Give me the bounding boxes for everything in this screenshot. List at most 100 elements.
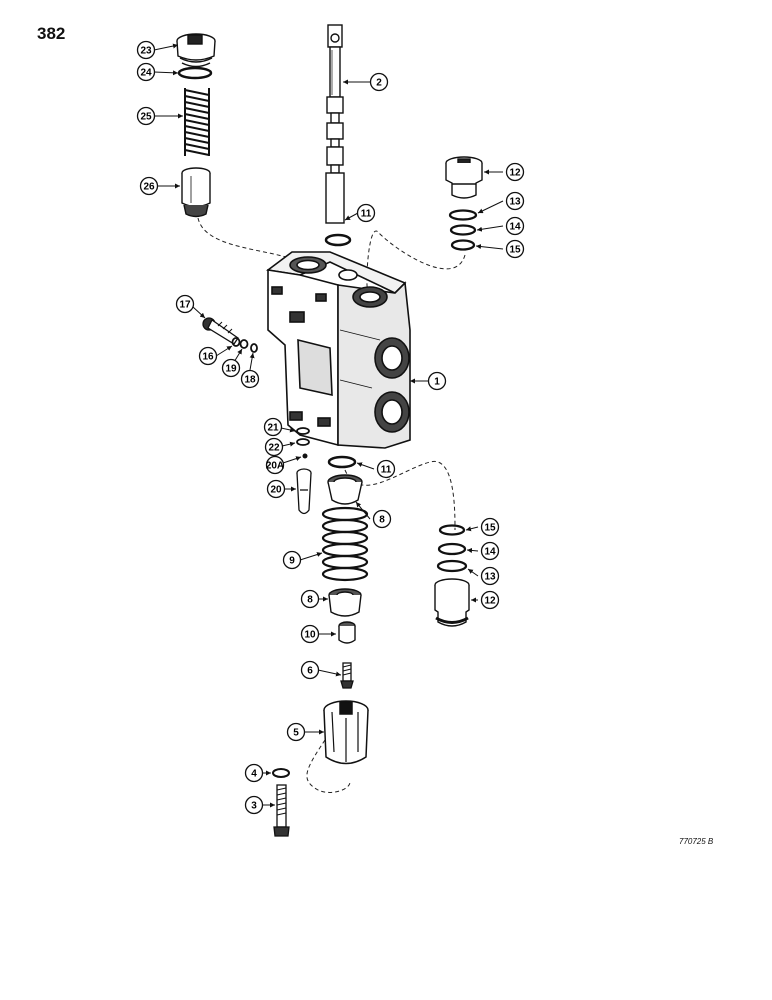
callout-text: 4 xyxy=(251,769,257,780)
callout-14: 14 xyxy=(480,541,500,561)
callout-text: 8 xyxy=(379,515,385,526)
callout-13: 13 xyxy=(480,566,500,586)
callout-22: 22 xyxy=(264,437,284,457)
plug-23 xyxy=(176,33,216,68)
callout-labels: 1234568891011111212131314141515161718192… xyxy=(136,40,525,815)
callouts xyxy=(153,43,504,808)
callout-text: 23 xyxy=(140,46,152,57)
callout-text: 2 xyxy=(376,78,382,89)
callout-text: 26 xyxy=(143,182,155,193)
spring-seat-8-upper xyxy=(327,474,363,505)
callout-text: 22 xyxy=(268,443,280,454)
callout-20A: 20A xyxy=(266,455,284,475)
spring-25 xyxy=(184,88,210,158)
o-ring-14-upper xyxy=(449,224,477,236)
seal-19 xyxy=(239,339,249,349)
callout-text: 9 xyxy=(289,556,295,567)
assembly-line-12-bottom xyxy=(344,461,456,531)
callout-6: 6 xyxy=(300,660,320,680)
o-ring-15-lower xyxy=(438,524,466,536)
o-ring-11-upper xyxy=(324,233,352,247)
callout-text: 1 xyxy=(434,377,440,388)
poppet-20 xyxy=(296,468,312,515)
callout-4: 4 xyxy=(244,763,264,783)
o-ring-15-upper xyxy=(450,239,476,251)
callout-20: 20 xyxy=(266,479,286,499)
valve-body-1 xyxy=(266,251,411,449)
callout-14: 14 xyxy=(505,216,525,236)
callout-text: 12 xyxy=(509,168,521,179)
callout-text: 17 xyxy=(179,300,191,311)
callout-text: 13 xyxy=(509,197,521,208)
callout-18: 18 xyxy=(240,369,260,389)
callout-text: 3 xyxy=(251,801,257,812)
callout-8: 8 xyxy=(372,509,392,529)
washer-4 xyxy=(272,768,290,778)
ball-20A xyxy=(302,453,308,459)
callout-2: 2 xyxy=(369,72,389,92)
screw-6 xyxy=(340,662,354,689)
callout-text: 20 xyxy=(270,485,282,496)
spool-2 xyxy=(325,24,345,224)
callout-text: 15 xyxy=(484,523,496,534)
piston-26 xyxy=(181,167,211,218)
callout-text: 11 xyxy=(381,465,392,476)
callout-text: 5 xyxy=(293,728,299,739)
callout-text: 21 xyxy=(267,423,279,434)
callout-24: 24 xyxy=(136,62,156,82)
page-number: 382 xyxy=(37,24,66,43)
callout-text: 18 xyxy=(244,375,256,386)
callout-text: 20A xyxy=(266,461,284,472)
callout-text: 24 xyxy=(140,68,152,79)
o-ring-11-lower xyxy=(327,455,357,469)
callout-25: 25 xyxy=(136,106,156,126)
callout-text: 19 xyxy=(225,364,237,375)
callout-26: 26 xyxy=(139,176,159,196)
callout-15: 15 xyxy=(480,517,500,537)
spring-9 xyxy=(321,506,369,582)
callout-19: 19 xyxy=(221,358,241,378)
callout-text: 15 xyxy=(509,245,521,256)
cap-5 xyxy=(323,700,369,765)
callout-8: 8 xyxy=(300,589,320,609)
callout-text: 10 xyxy=(304,630,316,641)
callout-11: 11 xyxy=(376,459,396,479)
bushing-10 xyxy=(338,621,356,644)
callout-text: 6 xyxy=(307,666,313,677)
plug-12-lower xyxy=(434,578,470,627)
o-ring-13-upper xyxy=(448,209,478,221)
callout-3: 3 xyxy=(244,795,264,815)
callout-text: 25 xyxy=(140,112,152,123)
bolt-3 xyxy=(273,784,290,837)
seal-16 xyxy=(231,337,241,347)
callout-text: 12 xyxy=(484,596,496,607)
assembly-line-26 xyxy=(197,217,301,263)
callout-text: 14 xyxy=(509,222,521,233)
callout-10: 10 xyxy=(300,624,320,644)
callout-17: 17 xyxy=(175,294,195,314)
ring-21 xyxy=(296,427,310,435)
plug-12-upper xyxy=(445,156,483,199)
ring-22 xyxy=(296,438,310,446)
callout-21: 21 xyxy=(263,417,283,437)
callout-text: 11 xyxy=(361,209,372,220)
callout-text: 8 xyxy=(307,595,313,606)
o-ring-14-lower xyxy=(437,542,467,556)
screw-17 xyxy=(202,317,239,345)
spring-seat-8-lower xyxy=(328,588,362,617)
callout-text: 14 xyxy=(484,547,496,558)
callout-15: 15 xyxy=(505,239,525,259)
callout-12: 12 xyxy=(480,590,500,610)
callout-13: 13 xyxy=(505,191,525,211)
callout-11: 11 xyxy=(356,203,376,223)
callout-12: 12 xyxy=(505,162,525,182)
callout-1: 1 xyxy=(427,371,447,391)
assembly-line-5 xyxy=(306,739,351,793)
o-ring-24 xyxy=(177,66,213,80)
callout-text: 16 xyxy=(202,352,214,363)
callout-5: 5 xyxy=(286,722,306,742)
seal-18 xyxy=(250,343,258,353)
callout-16: 16 xyxy=(198,346,218,366)
callout-23: 23 xyxy=(136,40,156,60)
